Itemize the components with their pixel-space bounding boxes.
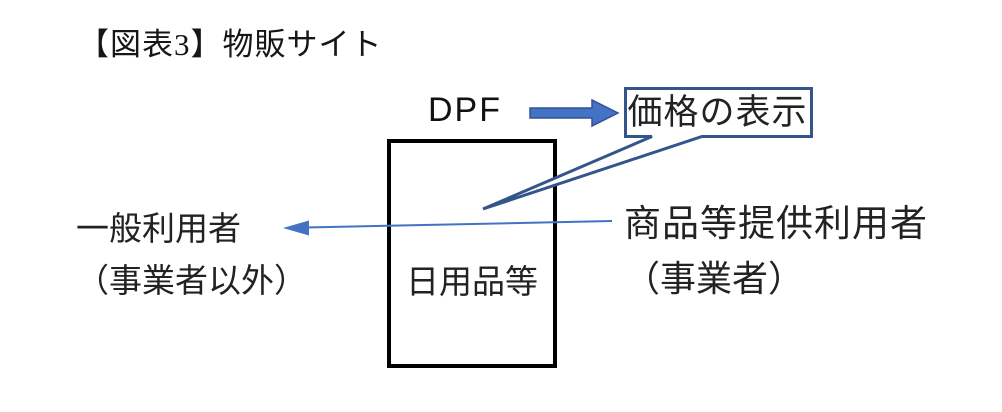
right-party-qualifier: （事業者） — [624, 258, 805, 299]
center-product-box — [387, 139, 557, 368]
left-arrowhead-icon — [283, 220, 309, 236]
left-party-name: 一般利用者 — [76, 210, 241, 247]
thick-right-arrow-icon — [529, 98, 620, 128]
left-party-qualifier: （事業者以外） — [76, 262, 307, 299]
figure-title: 【図表3】物販サイト — [78, 27, 383, 62]
center-box-label: 日用品等 — [406, 263, 538, 300]
right-party-name: 商品等提供利用者 — [624, 203, 928, 244]
dpf-label: DPF — [428, 91, 502, 129]
price-callout-label: 価格の表示 — [627, 93, 808, 132]
